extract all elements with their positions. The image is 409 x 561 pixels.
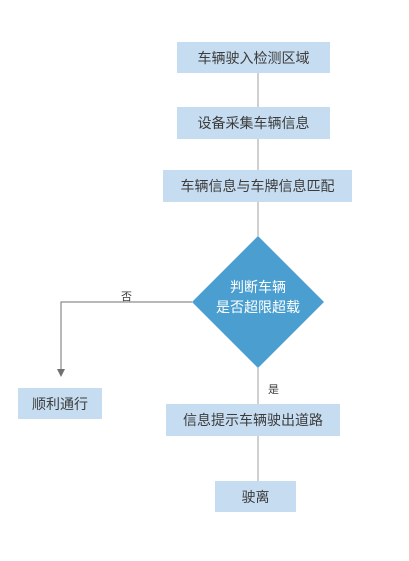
- node-label: 驶离: [241, 489, 270, 506]
- node-label: 车辆驶入检测区域: [197, 50, 310, 67]
- decision-diamond: [192, 236, 324, 368]
- arrowhead-down-icon: [57, 369, 65, 377]
- node-pass-through: 顺利通行: [18, 388, 102, 419]
- node-drive-away: 驶离: [215, 481, 296, 512]
- node-guide-out: 信息提示车辆驶出道路: [166, 404, 340, 436]
- node-label: 设备采集车辆信息: [197, 116, 310, 132]
- node-label: 顺利通行: [32, 396, 88, 413]
- decision-label: 判断车辆 是否超限超载: [192, 278, 324, 318]
- decision-label-line2: 是否超限超载: [216, 300, 300, 316]
- node-vehicle-enters: 车辆驶入检测区域: [177, 42, 330, 73]
- node-label: 信息提示车辆驶出道路: [183, 413, 323, 429]
- decision-label-line1: 判断车辆: [230, 280, 286, 296]
- edge-label-yes: 是: [268, 383, 279, 396]
- connector-decision-to-pass: [60, 301, 192, 369]
- node-label: 车辆信息与车牌信息匹配: [180, 179, 335, 195]
- node-collect-info: 设备采集车辆信息: [177, 107, 330, 139]
- edge-label-no: 否: [121, 290, 132, 303]
- node-match-plate: 车辆信息与车牌信息匹配: [163, 170, 352, 202]
